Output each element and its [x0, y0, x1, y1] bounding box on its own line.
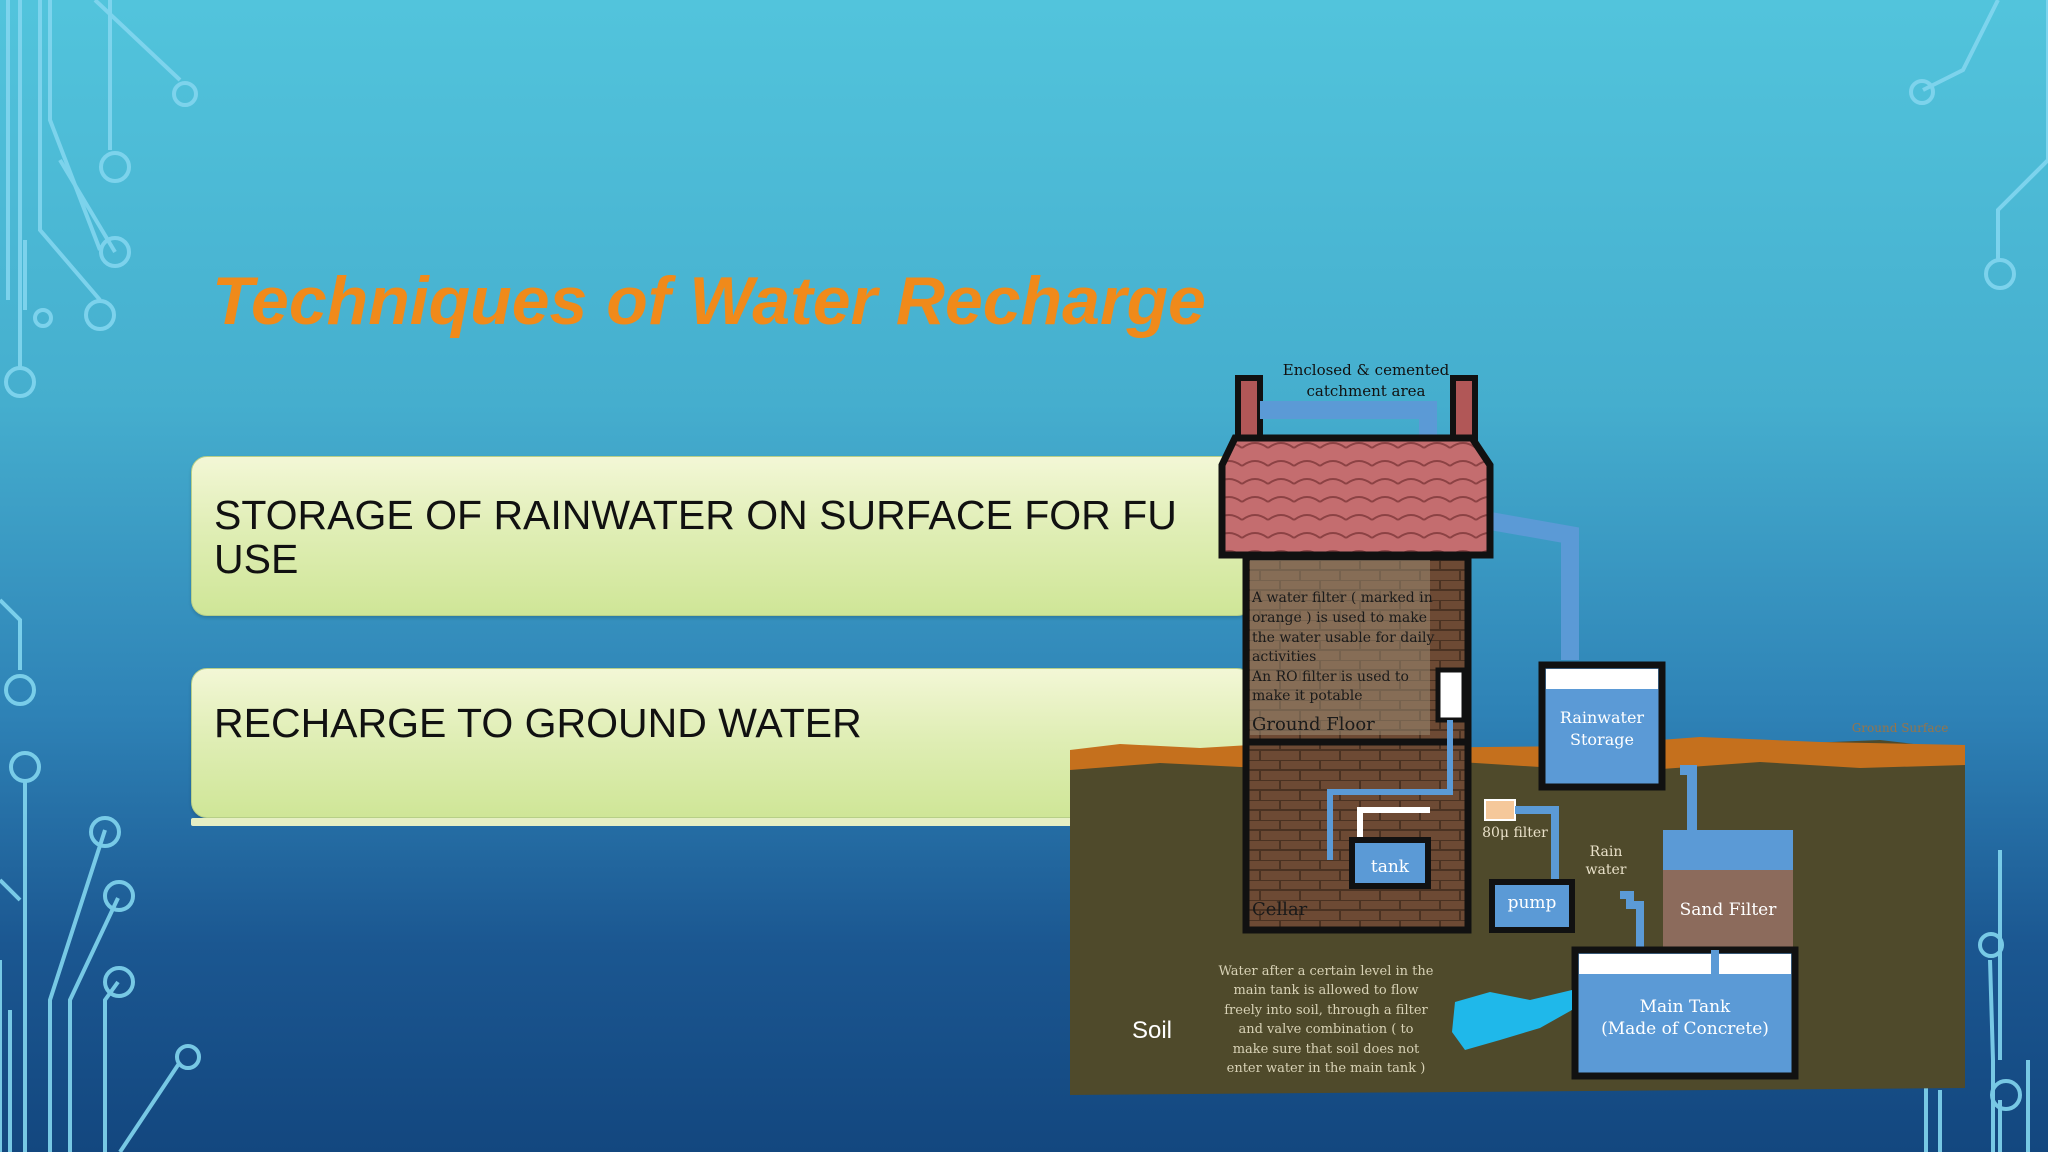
pump-box — [1489, 879, 1575, 933]
svg-text:An RO filter is used to: An RO filter is used to — [1251, 669, 1409, 685]
svg-text:and valve combination ( to: and valve combination ( to — [1238, 1022, 1413, 1037]
ground-surface-label: Ground Surface — [1852, 721, 1949, 735]
ground-floor-label: Ground Floor — [1252, 714, 1375, 735]
circuit-decoration-left — [0, 0, 201, 1152]
main-tank-label-1: Main Tank — [1640, 997, 1731, 1017]
svg-text:activities: activities — [1252, 649, 1316, 665]
storage-pipe — [1680, 765, 1697, 830]
catchment-label-1: Enclosed & cemented — [1283, 361, 1450, 379]
overflow-water-splash — [1452, 990, 1572, 1050]
water-filter-unit — [1435, 667, 1467, 723]
water-recharge-diagram: Ground Surface tank pump Rainwater Stora… — [1070, 361, 1965, 1095]
svg-text:main tank is allowed to flow: main tank is allowed to flow — [1233, 983, 1418, 998]
cellar-label: Cellar — [1252, 899, 1308, 920]
roof — [1218, 434, 1494, 559]
svg-text:freely into soil, through a fi: freely into soil, through a filter — [1224, 1003, 1428, 1018]
svg-text:enter water in the main tank ): enter water in the main tank ) — [1227, 1061, 1426, 1076]
rainwater-storage-label-1: Rainwater — [1560, 708, 1645, 727]
svg-text:make sure that soil does not: make sure that soil does not — [1233, 1042, 1420, 1057]
svg-text:orange ) is used to make: orange ) is used to make — [1252, 610, 1427, 626]
rainwater-storage-label-2: Storage — [1570, 730, 1634, 749]
rain-water-label-1: Rain — [1590, 844, 1623, 860]
bullet-text-storage: STORAGE OF RAINWATER ON SURFACE FOR FU U… — [214, 492, 1177, 582]
pump-pipe — [1515, 806, 1644, 975]
chimney-left — [1235, 375, 1263, 441]
slide-title: Techniques of Water Recharge — [212, 263, 1206, 339]
soil-label: Soil — [1132, 1017, 1172, 1044]
cellar-tank — [1349, 837, 1431, 889]
filter-note: A water filter ( marked in orange ) is u… — [1251, 590, 1435, 704]
inner-pipe — [1327, 720, 1453, 860]
soil-note: Water after a certain level in the main … — [1219, 964, 1434, 1076]
svg-text:Water after a certain level in: Water after a certain level in the — [1219, 964, 1434, 979]
svg-text:the water usable for daily: the water usable for daily — [1252, 630, 1435, 646]
sand-filter-label: Sand Filter — [1680, 900, 1778, 920]
main-tank-label-2: (Made of Concrete) — [1601, 1019, 1769, 1039]
svg-text:make it potable: make it potable — [1252, 688, 1362, 704]
panel-underline — [191, 818, 1251, 826]
bullet-panel-storage: STORAGE OF RAINWATER ON SURFACE FOR FU U… — [191, 456, 1253, 616]
tank-label: tank — [1371, 857, 1410, 877]
catchment-label-2: catchment area — [1307, 382, 1426, 400]
pump-label: pump — [1508, 893, 1557, 913]
filter-80u — [1484, 799, 1516, 821]
bullet-text-recharge: RECHARGE TO GROUND WATER — [214, 700, 862, 746]
rain-water-label-2: water — [1586, 862, 1627, 878]
svg-text:A water filter ( marked in: A water filter ( marked in — [1251, 590, 1433, 606]
chimney-right — [1450, 375, 1478, 441]
filter-80u-label: 80μ filter — [1482, 825, 1548, 841]
